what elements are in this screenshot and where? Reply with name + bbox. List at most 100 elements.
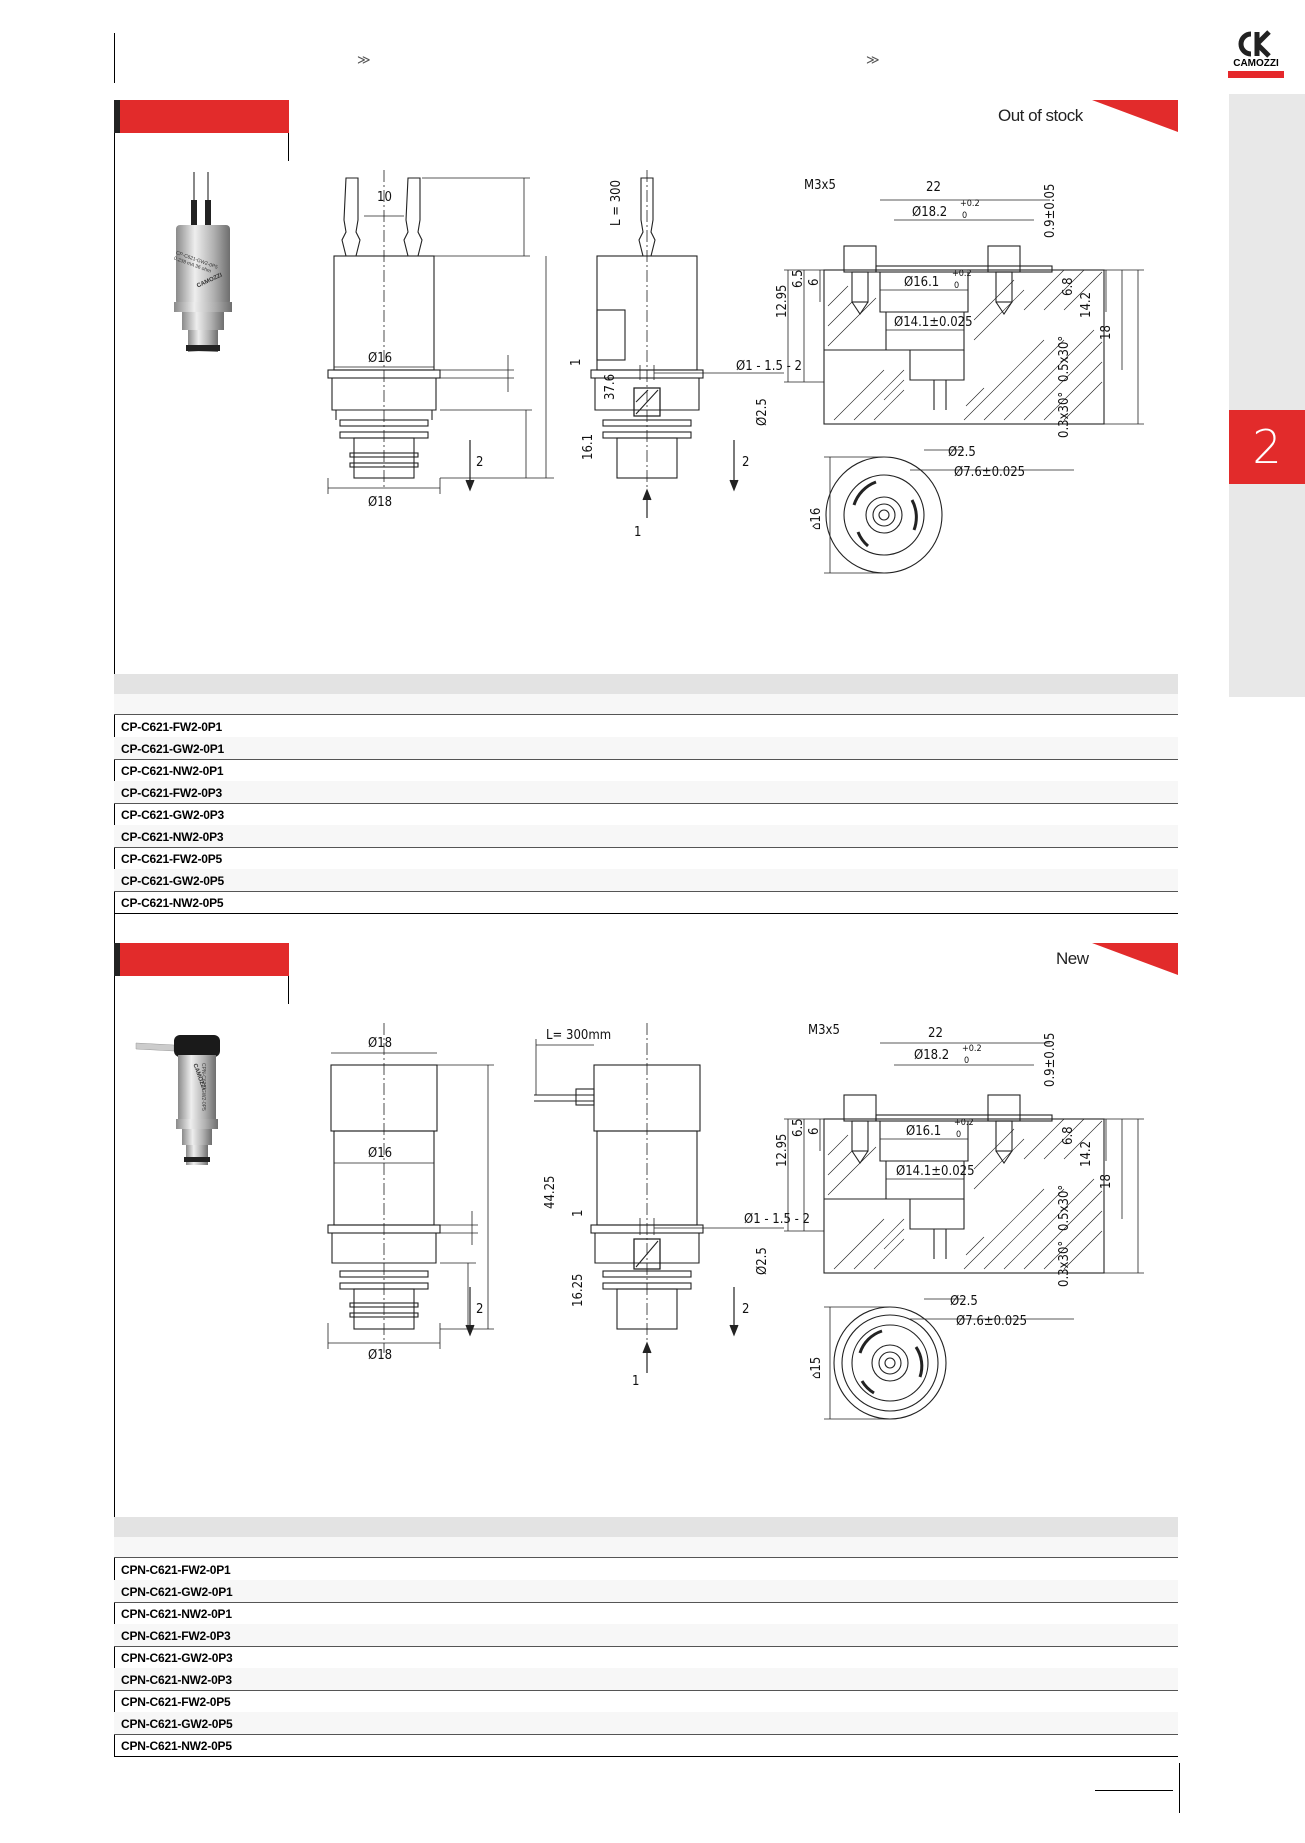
camozzi-mark-icon — [1238, 30, 1271, 58]
dim-18: 18 — [1099, 1174, 1114, 1189]
product-photo — [135, 1035, 220, 1165]
port-2-label: 2 — [476, 1302, 483, 1317]
dim-total-height: 44.25 — [543, 1176, 558, 1209]
dim-dia-16-1: Ø16.1 — [906, 1124, 941, 1139]
tol-down: 0 — [954, 281, 959, 291]
table-row[interactable]: CP-C621-FW2-0P5 — [114, 847, 1178, 870]
product-code: CPN-C621-NW2-0P1 — [121, 1607, 232, 1621]
dim-dia-14-1: Ø14.1±0.025 — [894, 315, 973, 330]
dim-lower-height: 16.25 — [571, 1274, 586, 1307]
table-row[interactable]: CP-C621-GW2-0P1 — [114, 737, 1178, 760]
table-subheader — [114, 1537, 1178, 1558]
dim-orifice: Ø1 - 1.5 - 2 — [744, 1212, 810, 1227]
product-code: CP-C621-GW2-0P5 — [121, 874, 225, 888]
dim-total-height: 37.6 — [603, 374, 618, 400]
tol-down: 0 — [964, 1056, 969, 1066]
table-row[interactable]: CPN-C621-GW2-0P5 — [114, 1712, 1178, 1735]
dim-dia-14-1: Ø14.1±0.025 — [896, 1164, 975, 1179]
dim-lower-height: 16.1 — [581, 434, 596, 460]
product-code: CPN-C621-GW2-0P5 — [121, 1717, 233, 1731]
product-code: CP-C621-GW2-0P3 — [121, 808, 225, 822]
technical-drawing: Ø18 L= 300mm Ø16 1 44.25 16.25 Ø18 2 2 Ø… — [327, 1023, 1144, 1420]
product-code: CP-C621-FW2-0P1 — [121, 720, 223, 734]
dim-6-8: 6.8 — [1061, 277, 1076, 296]
table-row[interactable]: CP-C621-FW2-0P3 — [114, 781, 1178, 804]
dim-14-2: 14.2 — [1079, 1141, 1094, 1167]
dim-orifice: Ø1 - 1.5 - 2 — [736, 359, 802, 374]
tol-up: +0.2 — [962, 1044, 982, 1054]
dim-dia-18-2: Ø18.2 — [914, 1048, 949, 1063]
section-title-rule — [288, 976, 289, 1004]
dim-base-dia: Ø18 — [368, 1348, 392, 1363]
table-row[interactable]: CPN-C621-GW2-0P3 — [114, 1646, 1178, 1669]
tol-up: +0.2 — [954, 1118, 974, 1128]
dim-lead-length: L= 300mm — [546, 1028, 611, 1043]
section-title-rule — [288, 133, 289, 161]
product-code: CP-C621-NW2-0P5 — [121, 896, 224, 910]
product-code: CPN-C621-FW2-0P5 — [121, 1695, 231, 1709]
dim-6-5: 6.5 — [791, 269, 806, 288]
footer-rule — [1095, 1790, 1173, 1791]
dim-top-dia: Ø18 — [368, 1036, 392, 1051]
table-header — [114, 674, 1178, 694]
table-row[interactable]: CPN-C621-FW2-0P3 — [114, 1624, 1178, 1647]
dim-thread: M3x5 — [808, 1023, 840, 1038]
status-flag-icon — [1092, 943, 1178, 975]
product-code: CPN-C621-FW2-0P3 — [121, 1629, 231, 1643]
chapter-side-tab[interactable] — [1229, 94, 1305, 697]
dim-dia-2-5: Ø2.5 — [950, 1294, 978, 1309]
dim-12-95: 12.95 — [775, 1134, 790, 1167]
section-title-accent — [114, 100, 120, 133]
dim-chamfer-2: 0.3x30° — [1057, 1241, 1072, 1287]
product-code: CPN-C621-NW2-0P3 — [121, 1673, 232, 1687]
dim-dia-2-5-left: Ø2.5 — [755, 1247, 770, 1275]
dim-pin-spacing: 10 — [377, 190, 392, 205]
table-row[interactable]: CPN-C621-NW2-0P1 — [114, 1602, 1178, 1625]
dim-hex: ⌂15 — [809, 1357, 824, 1379]
table-row[interactable]: CP-C621-NW2-0P5 — [114, 891, 1178, 914]
chapter-number[interactable]: 2 — [1229, 410, 1305, 484]
product-code: CP-C621-GW2-0P1 — [121, 742, 225, 756]
product-code: CP-C621-NW2-0P3 — [121, 830, 224, 844]
table-row[interactable]: CP-C621-FW2-0P1 — [114, 715, 1178, 738]
dim-0-9: 0.9±0.05 — [1043, 1033, 1058, 1087]
port-2-label: 2 — [742, 1302, 749, 1317]
table-row[interactable]: CPN-C621-NW2-0P3 — [114, 1668, 1178, 1691]
table-row[interactable]: CPN-C621-NW2-0P5 — [114, 1734, 1178, 1757]
dim-body-dia: Ø16 — [368, 351, 392, 366]
logo-bar — [1228, 71, 1284, 78]
dim-6: 6 — [807, 1128, 822, 1135]
footer-divider — [1179, 1763, 1180, 1813]
page-left-rule — [114, 33, 115, 83]
dim-thread: M3x5 — [804, 178, 836, 193]
product-code: CPN-C621-FW2-0P1 — [121, 1563, 231, 1577]
dim-dia-7-6: Ø7.6±0.025 — [954, 465, 1025, 480]
product-photo — [174, 172, 232, 352]
dim-6-8: 6.8 — [1061, 1126, 1076, 1145]
product-code: CP-C621-NW2-0P1 — [121, 764, 224, 778]
product-code: CPN-C621-NW2-0P5 — [121, 1739, 232, 1753]
table-row[interactable]: CPN-C621-FW2-0P1 — [114, 1558, 1178, 1581]
tol-down: 0 — [962, 211, 967, 221]
dim-width-22: 22 — [928, 1026, 943, 1041]
table-row[interactable]: CPN-C621-GW2-0P1 — [114, 1580, 1178, 1603]
tol-up: +0.2 — [952, 269, 972, 279]
product-section-1: Out of stock CP-C621-GW2-0P5 0.238 mA 36… — [114, 100, 1178, 914]
section-title-accent — [114, 943, 120, 976]
product-code: CP-C621-FW2-0P3 — [121, 786, 223, 800]
tol-down: 0 — [956, 1130, 961, 1140]
dim-14-2: 14.2 — [1079, 292, 1094, 318]
table-row[interactable]: CP-C621-NW2-0P3 — [114, 825, 1178, 848]
table-row[interactable]: CPN-C621-FW2-0P5 — [114, 1690, 1178, 1713]
table-row[interactable]: CP-C621-GW2-0P3 — [114, 803, 1178, 826]
table-row[interactable]: CP-C621-GW2-0P5 — [114, 869, 1178, 892]
dim-dia-2-5-left: Ø2.5 — [755, 398, 770, 426]
dim-body-dia: Ø16 — [368, 1146, 392, 1161]
dim-0-9: 0.9±0.05 — [1043, 184, 1058, 238]
dim-dia-2-5: Ø2.5 — [948, 445, 976, 460]
dim-width-22: 22 — [926, 180, 941, 195]
section-title-bar — [114, 100, 289, 133]
table-row[interactable]: CP-C621-NW2-0P1 — [114, 759, 1178, 782]
page-left-rule-main — [114, 100, 115, 1756]
dim-hex: ⌂16 — [809, 508, 824, 530]
